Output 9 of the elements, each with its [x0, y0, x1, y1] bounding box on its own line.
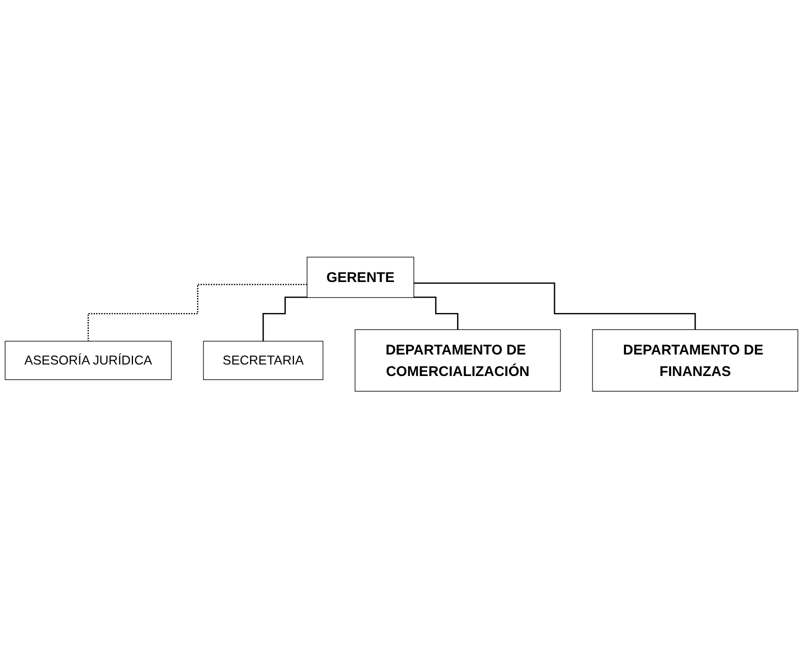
node-box: DEPARTAMENTO DE COMERCIALIZACIÓN: [354, 329, 561, 392]
connector: [262, 296, 308, 342]
node-box: GERENTE: [306, 256, 414, 298]
node-box: ASESORÍA JURÍDICA: [4, 340, 172, 380]
node-box: DEPARTAMENTO DE FINANZAS: [592, 329, 798, 392]
connector: [414, 282, 696, 330]
node-box: SECRETARIA: [203, 340, 324, 380]
connector: [414, 296, 458, 330]
connector: [88, 284, 308, 342]
